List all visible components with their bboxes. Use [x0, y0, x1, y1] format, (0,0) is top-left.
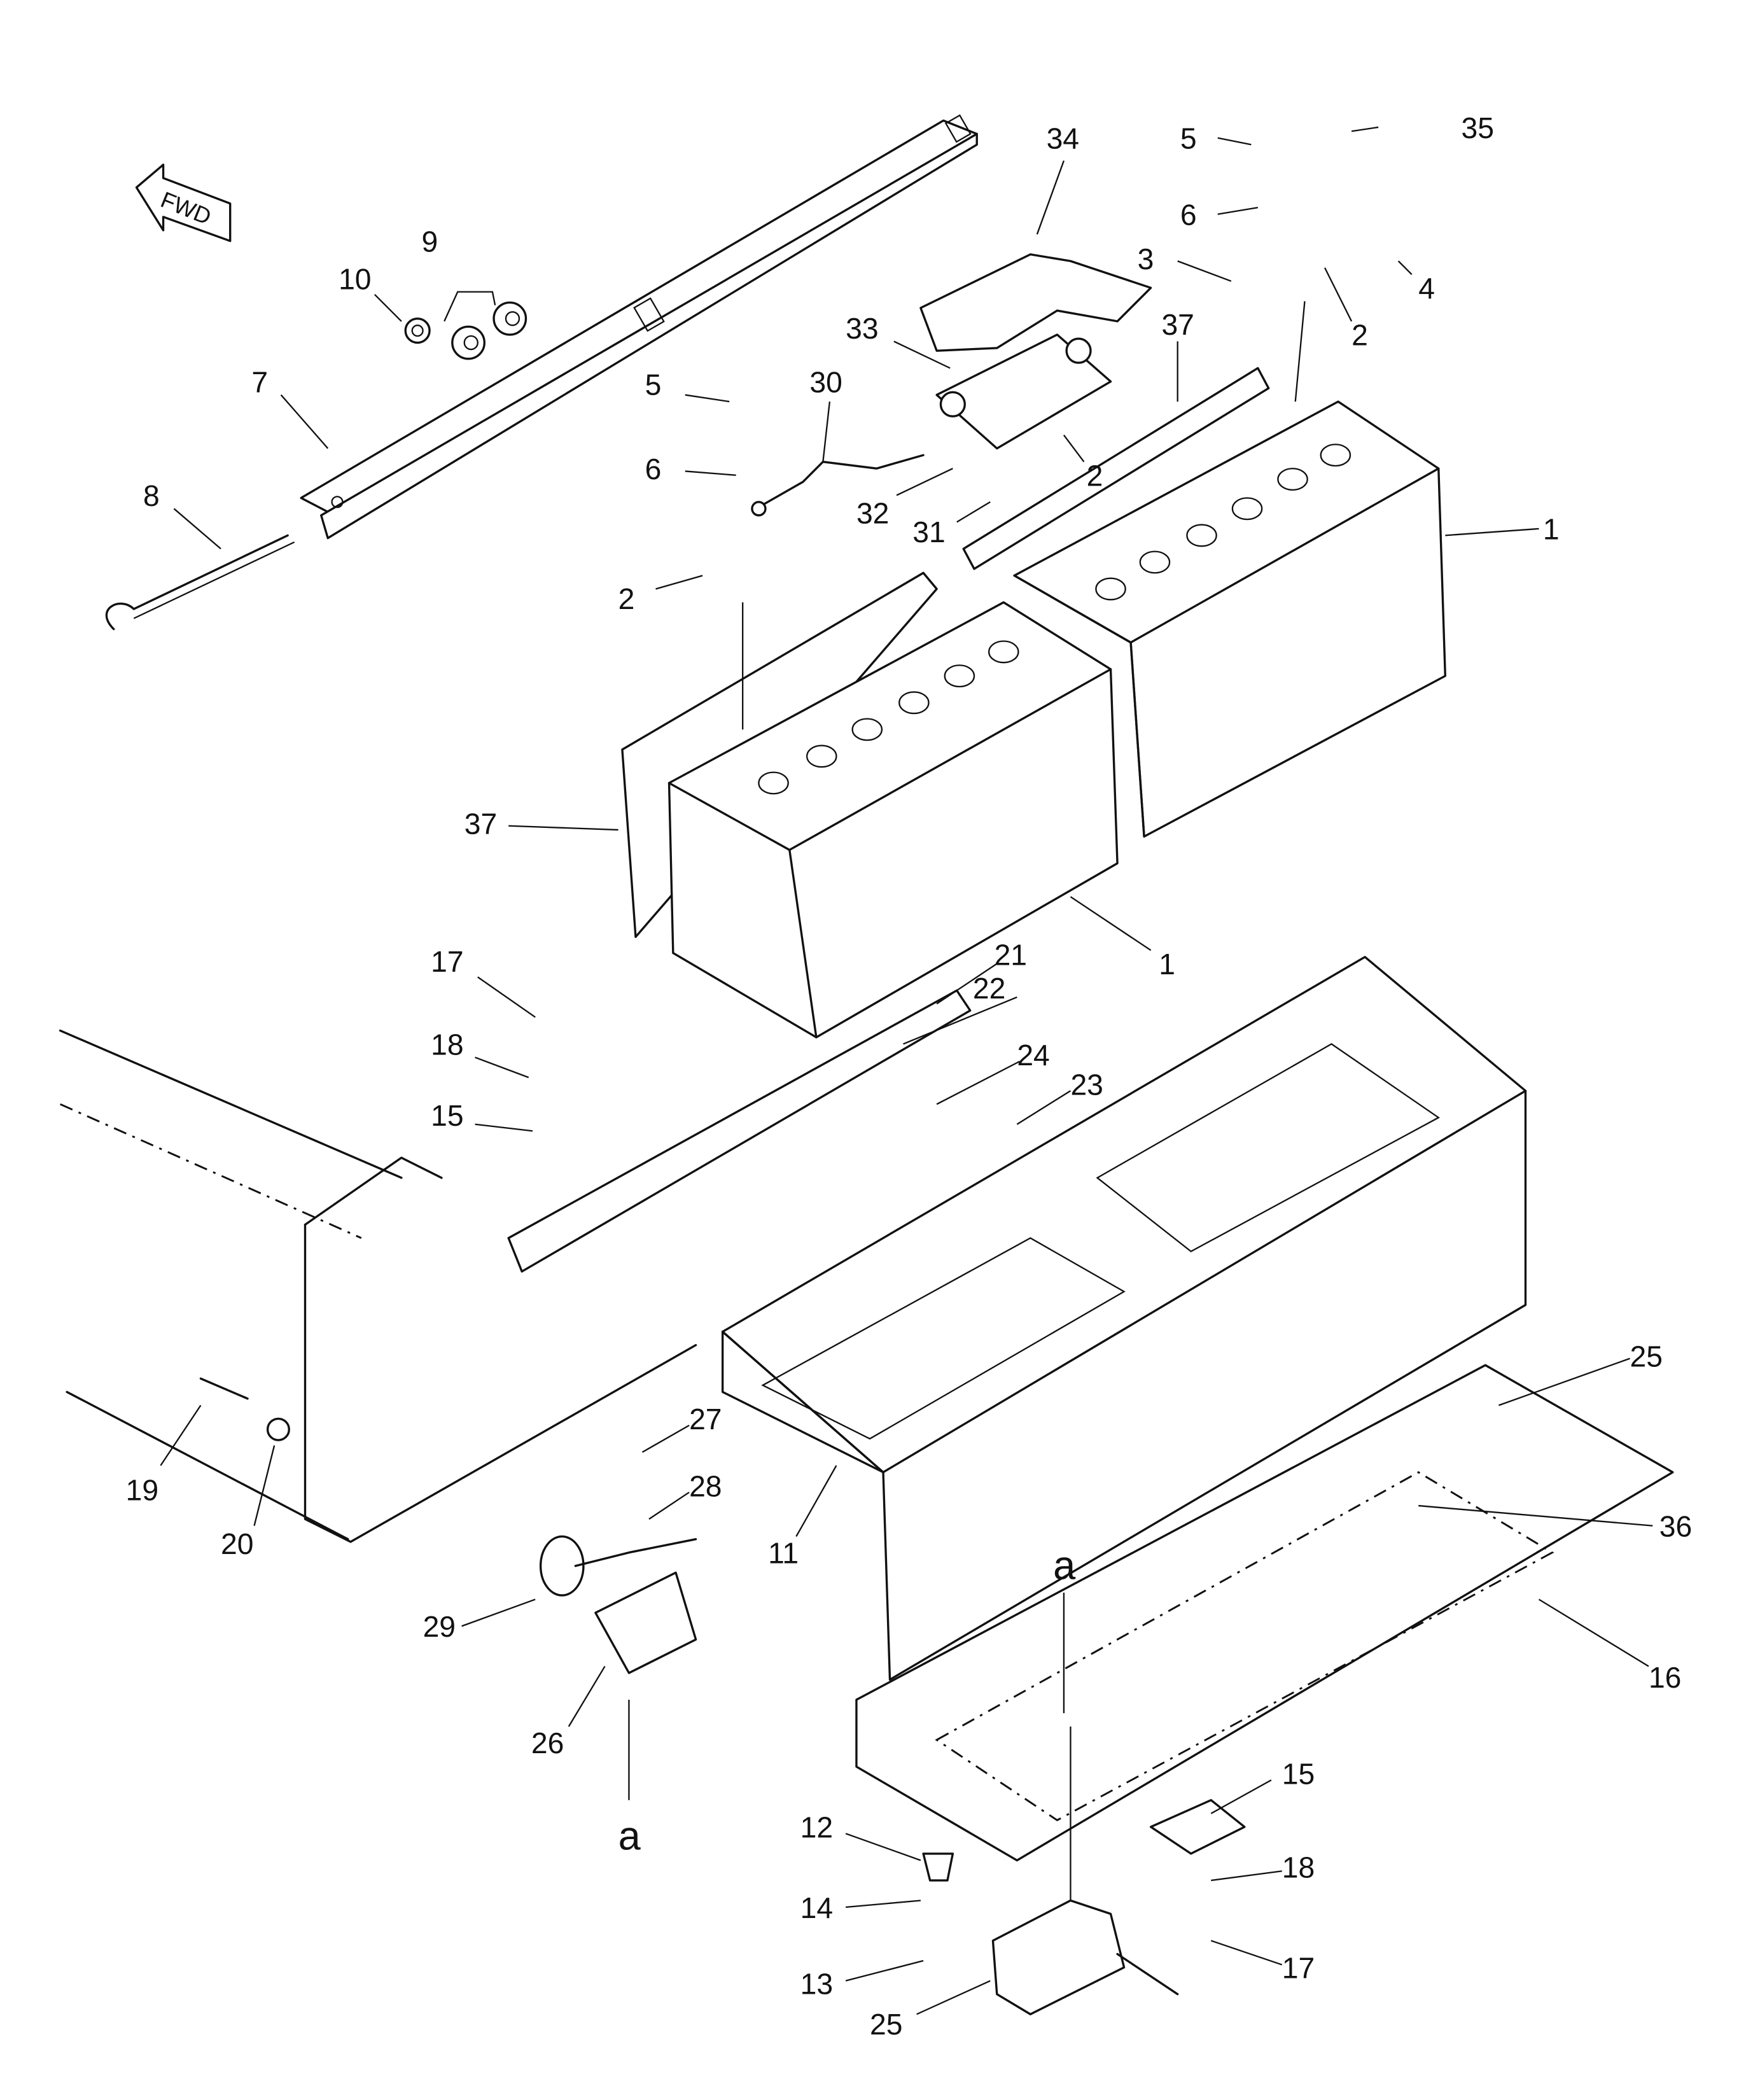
callout-a: a — [618, 1814, 641, 1859]
callout-30: 30 — [809, 365, 842, 398]
fwd-arrow-icon: FWD — [135, 164, 232, 242]
callout-13: 13 — [800, 1968, 833, 2001]
callout-6: 6 — [1180, 198, 1197, 231]
callout-29: 29 — [423, 1610, 456, 1643]
callout-2: 2 — [618, 582, 635, 615]
callout-31: 31 — [912, 515, 945, 549]
callout-25: 25 — [1630, 1340, 1663, 1373]
callout-18: 18 — [1282, 1851, 1315, 1884]
callout-20: 20 — [221, 1527, 253, 1560]
callout-10: 10 — [339, 262, 371, 295]
callout-36: 36 — [1659, 1509, 1692, 1543]
battery-box — [59, 956, 1674, 1862]
callout-8: 8 — [143, 479, 160, 512]
callout-6: 6 — [645, 452, 662, 486]
callout-18: 18 — [431, 1028, 463, 1061]
leader-lines — [160, 126, 1653, 2015]
callout-35: 35 — [1462, 111, 1494, 144]
battery-left — [621, 571, 1119, 1039]
callout-37: 37 — [1161, 308, 1194, 341]
callout-23: 23 — [1070, 1068, 1103, 1101]
battery-right — [962, 367, 1446, 838]
callout-16: 16 — [1649, 1661, 1681, 1694]
callout-14: 14 — [800, 1891, 833, 1924]
callout-22: 22 — [973, 972, 1005, 1005]
callout-21: 21 — [995, 938, 1027, 971]
callout-9: 9 — [421, 225, 438, 258]
callout-11: 11 — [768, 1537, 799, 1570]
callout-1: 1 — [1159, 948, 1175, 981]
battery-cable — [755, 454, 925, 510]
callout-2: 2 — [1351, 319, 1368, 352]
callout-12: 12 — [800, 1811, 833, 1844]
callout-26: 26 — [531, 1726, 564, 1760]
rail-bracket — [105, 114, 978, 631]
nuts-washers — [404, 291, 527, 360]
callout-15: 15 — [1282, 1758, 1315, 1791]
callout-5: 5 — [645, 368, 662, 402]
callout-17: 17 — [431, 945, 463, 978]
callout-3: 3 — [1138, 242, 1154, 276]
terminal-cover — [919, 253, 1152, 352]
callout-7: 7 — [251, 365, 268, 398]
callout-28: 28 — [689, 1469, 722, 1502]
callout-2: 2 — [1087, 459, 1103, 493]
callout-4: 4 — [1418, 272, 1435, 305]
callout-1: 1 — [1543, 513, 1560, 546]
callout-33: 33 — [846, 312, 878, 345]
callout-27: 27 — [689, 1403, 722, 1436]
hardware-parts — [199, 1377, 1246, 2015]
callout-a: a — [1053, 1544, 1076, 1588]
terminal-connector — [935, 333, 1112, 450]
callout-17: 17 — [1282, 1951, 1315, 1984]
callout-5: 5 — [1180, 122, 1197, 155]
callout-32: 32 — [856, 496, 889, 529]
callout-15: 15 — [431, 1099, 463, 1132]
callout-19: 19 — [126, 1474, 158, 1507]
callout-24: 24 — [1017, 1039, 1049, 1072]
callout-34: 34 — [1047, 122, 1079, 155]
callout-25: 25 — [870, 2008, 902, 2041]
callout-37: 37 — [464, 807, 497, 840]
